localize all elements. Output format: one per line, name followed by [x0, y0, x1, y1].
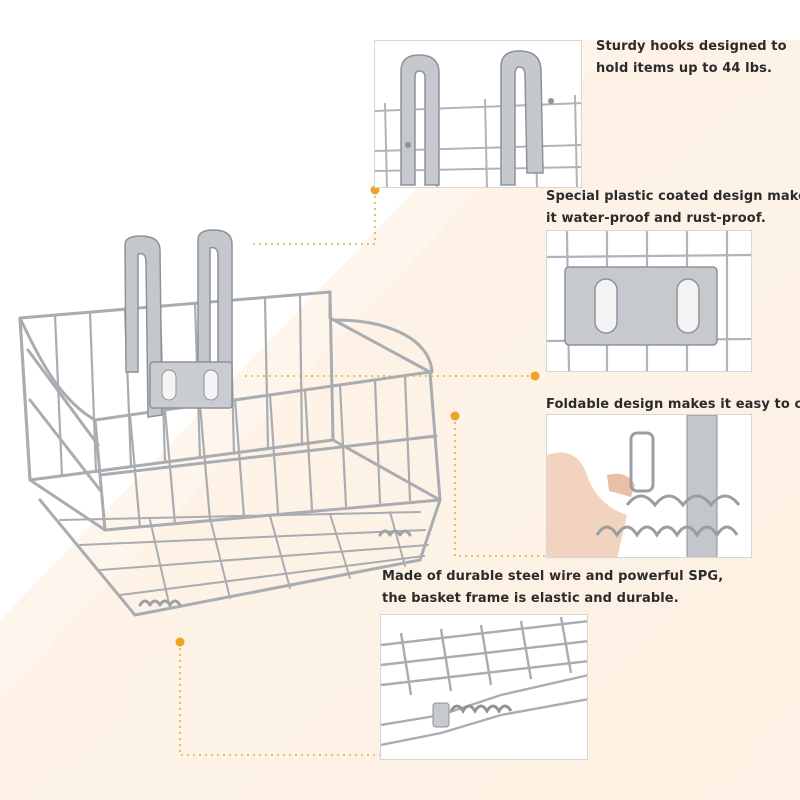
- caption-steel-line-2: the basket frame is elastic and durable.: [382, 591, 679, 606]
- caption-hooks-line-1: Sturdy hooks designed to: [596, 39, 787, 54]
- caption-foldable: Foldable design makes it easy to carry.: [546, 394, 800, 416]
- detail-foldable-image: [546, 414, 752, 558]
- caption-coating-line-1: Special plastic coated design makes: [546, 189, 800, 204]
- detail-hooks-image: [374, 40, 582, 188]
- caption-steel: Made of durable steel wire and powerful …: [382, 566, 723, 610]
- caption-foldable-line-1: Foldable design makes it easy to carry.: [546, 397, 800, 412]
- detail-coating-image: [546, 230, 752, 372]
- detail-steel-image: [380, 614, 588, 760]
- caption-coating: Special plastic coated design makes it w…: [546, 186, 800, 230]
- caption-hooks-line-2: hold items up to 44 lbs.: [596, 61, 772, 76]
- caption-coating-line-2: it water-proof and rust-proof.: [546, 211, 766, 226]
- caption-steel-line-1: Made of durable steel wire and powerful …: [382, 569, 724, 584]
- caption-hooks: Sturdy hooks designed to hold items up t…: [596, 36, 787, 80]
